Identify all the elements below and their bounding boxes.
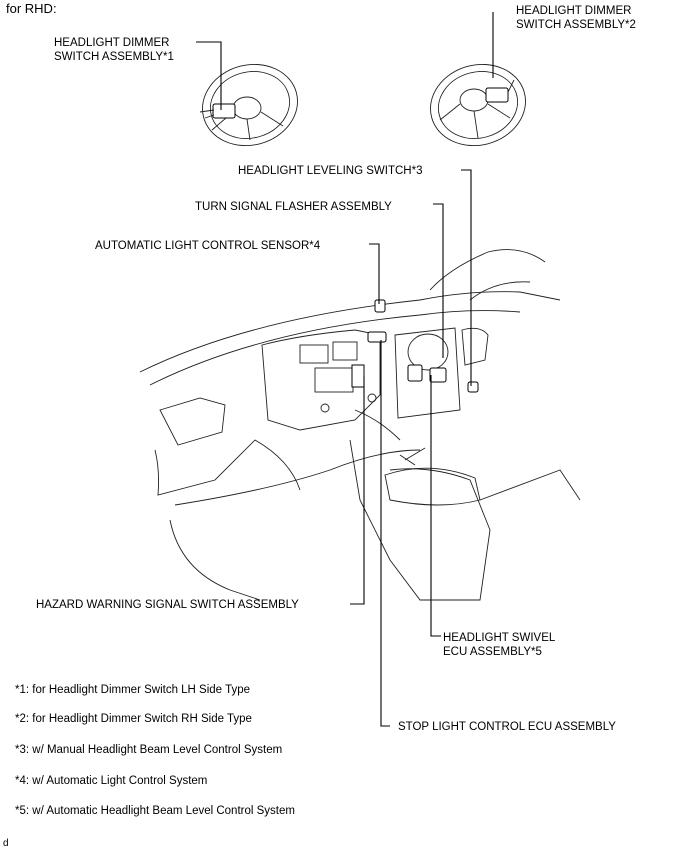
footnote-4: *4: w/ Automatic Light Control System xyxy=(15,775,208,787)
steering-wheel-rh-drawing xyxy=(430,63,526,147)
footnote-1: *1: for Headlight Dimmer Switch LH Side … xyxy=(15,684,250,696)
label-light-control-sensor: AUTOMATIC LIGHT CONTROL SENSOR*4 xyxy=(95,240,321,252)
footnote-5: *5: w/ Automatic Headlight Beam Level Co… xyxy=(15,805,295,817)
footnote-2: *2: for Headlight Dimmer Switch RH Side … xyxy=(15,713,252,725)
label-headlight-dimmer-switch-1: HEADLIGHT DIMMER SWITCH ASSEMBLY*1 xyxy=(54,37,174,63)
label-turn-signal-flasher: TURN SIGNAL FLASHER ASSEMBLY xyxy=(195,201,392,213)
page-header: for RHD: xyxy=(6,1,57,16)
dashboard-drawing xyxy=(139,249,581,601)
footer-mark: d xyxy=(3,838,9,849)
leader-lines xyxy=(196,12,494,727)
label-hazard-switch: HAZARD WARNING SIGNAL SWITCH ASSEMBLY xyxy=(36,599,299,611)
footnote-3: *3: w/ Manual Headlight Beam Level Contr… xyxy=(15,744,283,756)
steering-wheel-lh-drawing xyxy=(199,63,298,147)
label-headlight-leveling-switch: HEADLIGHT LEVELING SWITCH*3 xyxy=(238,165,423,177)
label-headlight-dimmer-switch-2: HEADLIGHT DIMMER SWITCH ASSEMBLY*2 xyxy=(516,5,636,31)
label-headlight-swivel-ecu: HEADLIGHT SWIVEL ECU ASSEMBLY*5 xyxy=(443,632,556,658)
label-stop-light-ecu: STOP LIGHT CONTROL ECU ASSEMBLY xyxy=(398,721,616,733)
